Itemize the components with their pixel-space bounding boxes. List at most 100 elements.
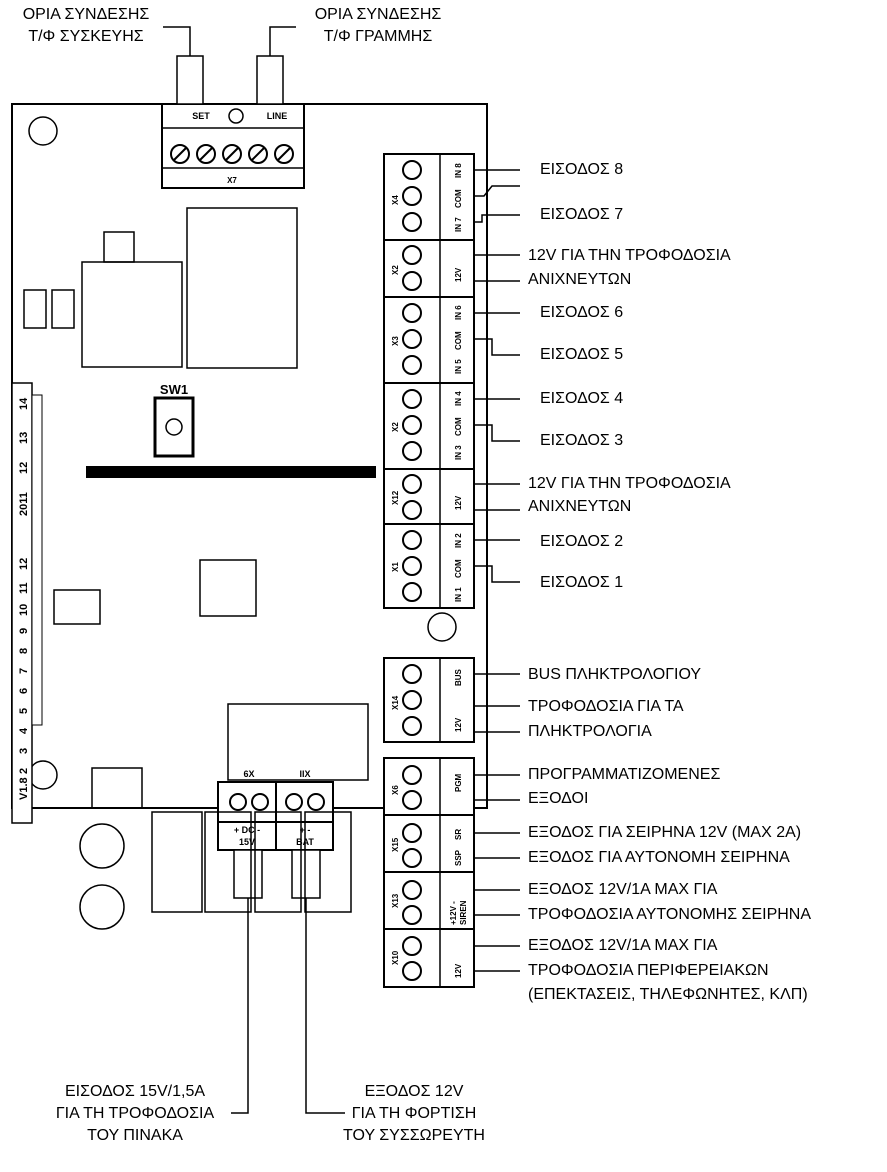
jumper-bar <box>86 466 376 478</box>
connector-x1-label: X1 <box>391 562 400 572</box>
relay-rl2 <box>227 703 369 781</box>
input5-label: ΕΙΣΟΔΟΣ 5 <box>540 346 624 363</box>
capacitor-c46 <box>79 823 125 869</box>
leader-battery <box>305 898 345 1114</box>
strip-number: 5 <box>18 708 30 714</box>
pin-ssp-label: SSP <box>454 849 463 866</box>
connector-x3-label: X3 <box>391 336 400 346</box>
strip-numbers: 14 13 12 2011 12 11 10 9 8 7 6 5 4 3 2 <box>18 397 30 774</box>
peripheral-power-line1: ΕΞΟΔΟΣ 12V/1A MAX ΓΙΑ <box>528 937 718 954</box>
strip-number: 10 <box>18 604 30 616</box>
pin-pgm-label: PGM <box>454 773 463 792</box>
pin-in5-label: IN 5 <box>454 359 463 374</box>
pgm-outputs-line2: ΕΞΟΔΟΙ <box>528 790 589 807</box>
line-phone-plug <box>256 55 284 105</box>
terminal-line-label: LINE <box>267 111 288 121</box>
pgm-outputs-line1: ΠΡΟΓΡΑΜΜΑΤΙΖΟΜΕΝΕΣ <box>528 766 721 783</box>
relay-block <box>186 207 298 369</box>
connector-x12-label: X12 <box>391 490 400 505</box>
strip-number: 2011 <box>18 492 30 516</box>
leader-psu <box>231 898 249 1114</box>
pin-com-label: COM <box>454 331 463 350</box>
input1-label: ΕΙΣΟΔΟΣ 1 <box>540 574 624 591</box>
psu-input-line1: ΕΙΣΟΔΟΣ 15V/1,5A <box>64 1083 206 1100</box>
phone-terminal-block <box>161 103 305 189</box>
pin-in4-label: IN 4 <box>454 391 463 406</box>
capacitor-c47 <box>79 884 125 930</box>
connector-11x-label: IIX <box>299 769 310 779</box>
battery-output-line2: ΓΙΑ ΤΗ ΦΟΡΤΙΣΗ <box>351 1105 477 1122</box>
chip-q3 <box>103 231 135 263</box>
pin-in1-label: IN 1 <box>454 587 463 602</box>
strip-number: 12 <box>18 462 30 474</box>
connector-x15-label: X15 <box>391 837 400 852</box>
fuse-f3 <box>204 811 252 913</box>
siren-power-line2: ΤΡΟΦΟΔΟΣΙΑ ΑΥΤΟΝΟΜΗΣ ΣΕΙΡΗΝΑ <box>528 906 812 923</box>
left-terminal-strip <box>11 382 43 824</box>
right-terminal-lower <box>383 657 475 988</box>
capacitor-c37 <box>53 589 101 625</box>
pin-com-label: COM <box>454 417 463 436</box>
fuse-f2 <box>304 811 352 913</box>
device-terminals-label-line1: ΟΡΙΑ ΣΥΝΔΕΣΗΣ <box>22 6 150 23</box>
pin-com-label: COM <box>454 559 463 578</box>
pin-sr-label: SR <box>454 829 463 840</box>
connector-x7-label: X7 <box>227 176 237 185</box>
mcu-chip <box>199 559 257 617</box>
autonomous-siren-label: ΕΞΟΔΟΣ ΓΙΑ ΑΥΤΟΝΟΜΗ ΣΕΙΡΗΝΑ <box>528 849 790 866</box>
keypad-bus-label: BUS ΠΛΗΚΤΡΟΛΟΓΙΟΥ <box>528 666 702 683</box>
switch-sw1 <box>153 396 195 458</box>
switch-sw1-label: SW1 <box>160 382 188 397</box>
line-terminals-label-line1: ΟΡΙΑ ΣΥΝΔΕΣΗΣ <box>314 6 442 23</box>
pin-12v-label: 12V <box>454 267 463 282</box>
detector-power-a-line2: ΑΝΙΧΝΕΥΤΩΝ <box>528 271 632 288</box>
line-terminals-label-line2: Τ/Φ ΓΡΑΜΜΗΣ <box>323 28 433 45</box>
bottom-terminals <box>217 781 334 899</box>
regulator-u7 <box>91 767 143 809</box>
strip-number: 12 <box>18 558 30 570</box>
bat-pm-label: + - <box>300 825 311 835</box>
peripheral-power-line3: (ΕΠΕΚΤΑΣΕΙΣ, ΤΗΛΕΦΩΝΗΤΕΣ, ΚΛΠ) <box>528 986 808 1003</box>
optocoupler-ok1 <box>23 289 47 329</box>
pin-in2-label: IN 2 <box>454 533 463 548</box>
pin-12v-label: 12V <box>454 717 463 732</box>
connector-x2a-label: X2 <box>391 265 400 275</box>
pin-12v-label: 12V <box>454 963 463 978</box>
connector-x6-label: X6 <box>391 785 400 795</box>
pin-12v-label: 12V <box>454 495 463 510</box>
psu-input-line2: ΓΙΑ ΤΗ ΤΡΟΦΟΔΟΣΙΑ <box>55 1105 215 1122</box>
fuse-large <box>151 811 203 913</box>
strip-number: 4 <box>18 727 30 734</box>
pin-in8-label: IN 8 <box>454 163 463 178</box>
pin-siren-label: SIREN <box>459 900 468 925</box>
terminal-set-label: SET <box>192 111 210 121</box>
siren-power-line1: ΕΞΟΔΟΣ 12V/1A MAX ΓΙΑ <box>528 881 718 898</box>
connector-x13-label: X13 <box>391 893 400 908</box>
connector-labels: X4 X2 X3 X2 X12 X1 X14 X6 X15 X13 X10 <box>391 195 400 965</box>
connector-x10-label: X10 <box>391 950 400 965</box>
connector-x14-label: X14 <box>391 695 400 710</box>
pin-in7-label: IN 7 <box>454 217 463 232</box>
strip-number: 6 <box>18 688 30 694</box>
battery-output-line1: ΕΞΟΔΟΣ 12V <box>364 1083 464 1100</box>
battery-output-line3: ΤΟΥ ΣΥΣΣΩΡΕΥΤΗ <box>343 1127 485 1144</box>
strip-number: 3 <box>18 748 30 754</box>
input8-label: ΕΙΣΟΔΟΣ 8 <box>540 161 624 178</box>
optocoupler-ok2 <box>51 289 75 329</box>
pin-12vpm-label: +12V - <box>449 901 458 925</box>
device-phone-plug <box>176 55 204 105</box>
mounting-hole-top-left <box>28 116 58 146</box>
right-screws <box>402 160 422 981</box>
pin-labels: IN 8 COM IN 7 12V IN 6 COM IN 5 IN 4 COM… <box>449 163 468 978</box>
pin-bus-label: BUS <box>454 668 463 686</box>
pin-com-label: COM <box>454 189 463 208</box>
psu-input-line3: ΤΟΥ ΠΙΝΑΚΑ <box>87 1127 183 1144</box>
strip-number: 2 <box>18 768 30 774</box>
mounting-hole-right <box>427 612 457 642</box>
strip-number: 13 <box>18 432 30 444</box>
strip-number: 14 <box>18 397 30 410</box>
right-terminal-column <box>383 153 475 609</box>
keypad-power-line1: ΤΡΟΦΟΔΟΣΙΑ ΓΙΑ ΤΑ <box>528 698 684 715</box>
input4-label: ΕΙΣΟΔΟΣ 4 <box>540 390 624 407</box>
